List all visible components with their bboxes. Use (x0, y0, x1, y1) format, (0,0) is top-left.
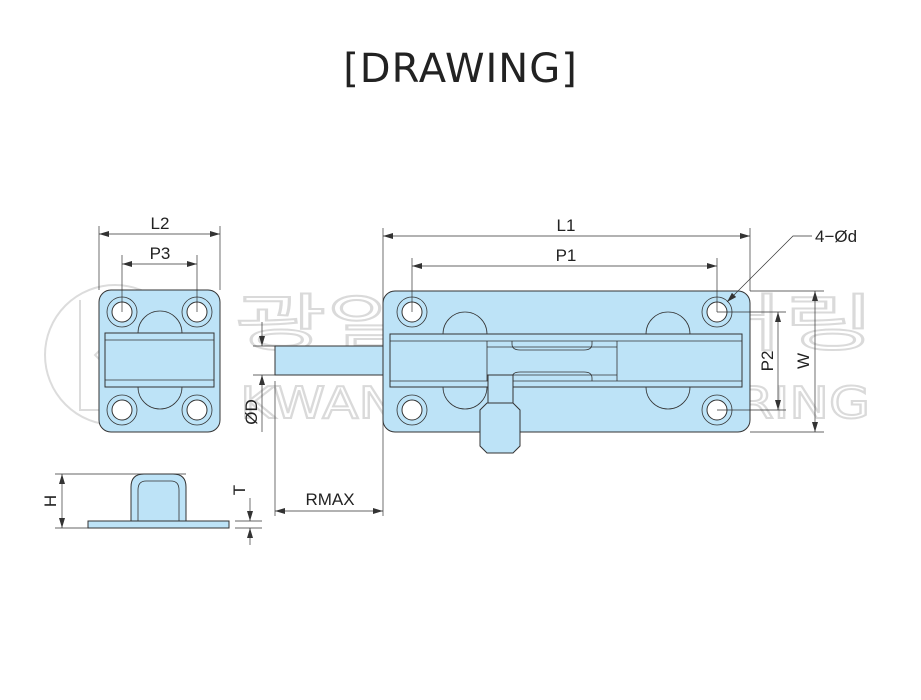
dim-label-l1: L1 (557, 216, 576, 235)
side-view (87, 473, 230, 529)
page-title: [DRAWING] (343, 46, 578, 92)
dim-label-p2: P2 (758, 351, 777, 372)
dim-label-w: W (794, 353, 813, 369)
bolt-housing (389, 333, 743, 388)
dim-label-diameter: ØD (242, 399, 261, 425)
dim-label-t: T (230, 485, 249, 495)
dim-label-p1: P1 (556, 246, 577, 265)
front-view (274, 290, 751, 454)
dimension-labels: L2 P3 L1 P1 4−Ød P2 W ØD RMAX H T (41, 214, 857, 509)
dim-label-p3: P3 (150, 244, 171, 263)
dim-label-rmax: RMAX (305, 490, 354, 509)
dim-label-l2: L2 (151, 214, 170, 233)
bolt-rod (274, 345, 391, 376)
handle-stem (487, 374, 514, 404)
dim-label-hole-diameter: 4−Ød (815, 227, 857, 246)
dimension-lines (55, 226, 824, 545)
end-view (98, 289, 221, 433)
handle-knob (479, 402, 521, 454)
dim-label-h: H (41, 495, 60, 507)
